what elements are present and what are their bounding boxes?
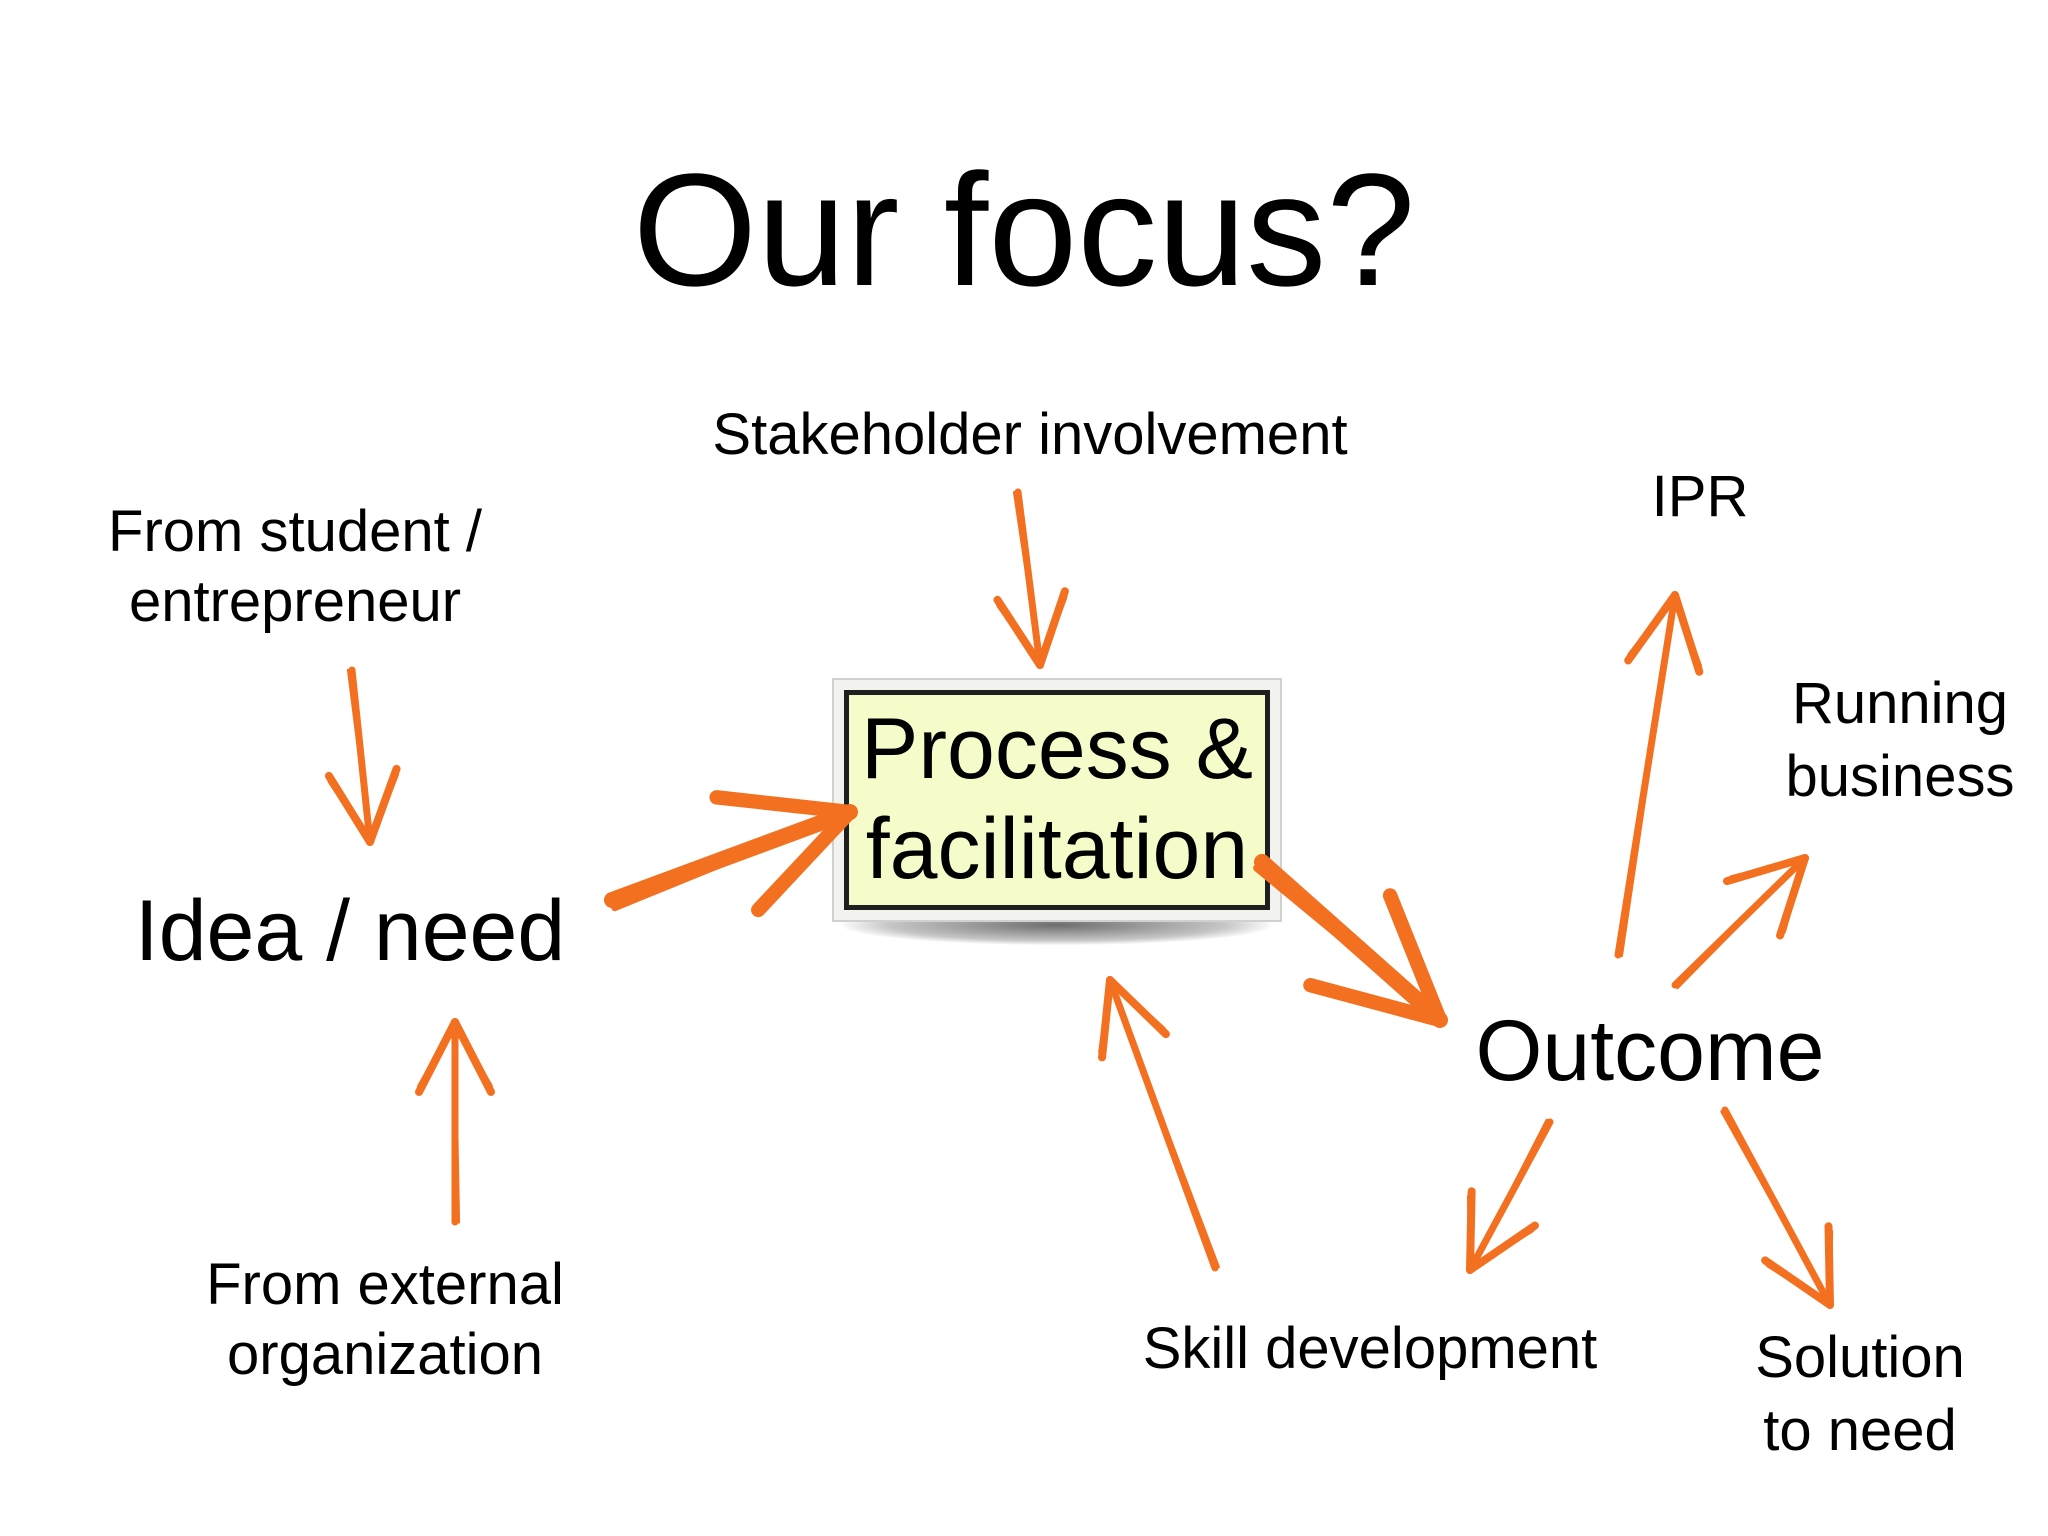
solution-line-2: to need: [1763, 1397, 1957, 1463]
arrow-outcome-to-ipr-head-left-sketch: [1673, 593, 1703, 668]
from-external-label: From external organization: [150, 1250, 620, 1389]
from-student-line-2: entrepreneur: [128, 568, 462, 634]
from-external-line-1: From external: [206, 1252, 564, 1317]
arrow-skill-development-to-process-head-right-sketch: [1098, 978, 1112, 1054]
arrow-from-student-to-idea-head-left-sketch: [327, 780, 372, 844]
arrow-outcome-to-running-business-head-left-sketch: [1782, 856, 1807, 934]
arrow-from-student-to-idea-shaft-sketch: [346, 668, 371, 834]
arrow-stakeholder-to-process-head-left-sketch: [996, 604, 1042, 667]
idea-need-label: Idea / need: [134, 883, 566, 979]
process-line-1: Process &: [861, 701, 1253, 798]
arrow-idea-to-process-head-right-sketch: [719, 792, 854, 816]
arrow-skill-development-to-process-shaft-sketch: [1111, 987, 1220, 1269]
arrow-outcome-to-solution-shaft-sketch: [1720, 1110, 1827, 1298]
arrow-process-to-outcome-head-right-sketch: [1391, 896, 1444, 1024]
arrow-outcome-to-running-business-shaft-sketch: [1675, 863, 1800, 990]
arrow-from-student-to-idea-head-right-sketch: [368, 773, 399, 844]
arrow-from-external-to-idea-shaft-sketch: [453, 1030, 461, 1224]
from-student-label: From student / entrepreneur: [60, 497, 530, 636]
arrow-outcome-to-skill-development-shaft-sketch: [1473, 1118, 1549, 1263]
arrow-idea-to-process-head-left-sketch: [760, 808, 854, 912]
arrow-outcome-to-solution-head-right-sketch: [1828, 1229, 1834, 1307]
arrow-skill-development-to-process-head-left-sketch: [1108, 978, 1166, 1031]
from-external-line-2: organization: [227, 1321, 543, 1387]
arrow-outcome-to-running-business-head-right-sketch: [1729, 856, 1807, 879]
arrow-from-external-to-idea-head-left-sketch: [453, 1020, 493, 1088]
slide-title: Our focus?: [632, 140, 1416, 319]
arrow-from-external-to-idea-head-right-sketch: [417, 1020, 457, 1088]
arrow-process-to-outcome-head-left-sketch: [1311, 985, 1444, 1024]
arrow-idea-to-process-shaft-sketch: [611, 811, 845, 912]
solution-to-need-label: Solution to need: [1700, 1322, 2020, 1467]
process-facilitation-box: Process & facilitation: [844, 690, 1270, 910]
solution-line-1: Solution: [1755, 1325, 1965, 1390]
process-line-2: facilitation: [865, 801, 1249, 897]
running-business-line-2: business: [1785, 743, 2015, 809]
outcome-label: Outcome: [1475, 1003, 1825, 1099]
arrow-stakeholder-to-process-shaft-sketch: [1012, 490, 1041, 657]
arrow-outcome-to-ipr-shaft-sketch: [1619, 603, 1676, 958]
arrow-outcome-to-skill-development-head-right-sketch: [1468, 1229, 1534, 1272]
arrow-outcome-to-ipr-head-right-sketch: [1627, 593, 1677, 657]
arrow-stakeholder-to-process-head-right-sketch: [1038, 595, 1068, 667]
running-business-line-1: Running: [1791, 671, 2009, 736]
ipr-label: IPR: [1651, 464, 1749, 529]
from-student-line-1: From student /: [108, 499, 482, 564]
skill-development-label: Skill development: [1142, 1316, 1598, 1381]
stakeholder-involvement-label: Stakeholder involvement: [712, 402, 1348, 467]
arrow-outcome-to-solution-head-left-sketch: [1766, 1263, 1832, 1307]
running-business-label: Running business: [1740, 668, 2048, 813]
arrow-outcome-to-skill-development-head-left-sketch: [1466, 1194, 1472, 1272]
arrow-process-to-outcome-shaft-sketch: [1253, 864, 1437, 1017]
